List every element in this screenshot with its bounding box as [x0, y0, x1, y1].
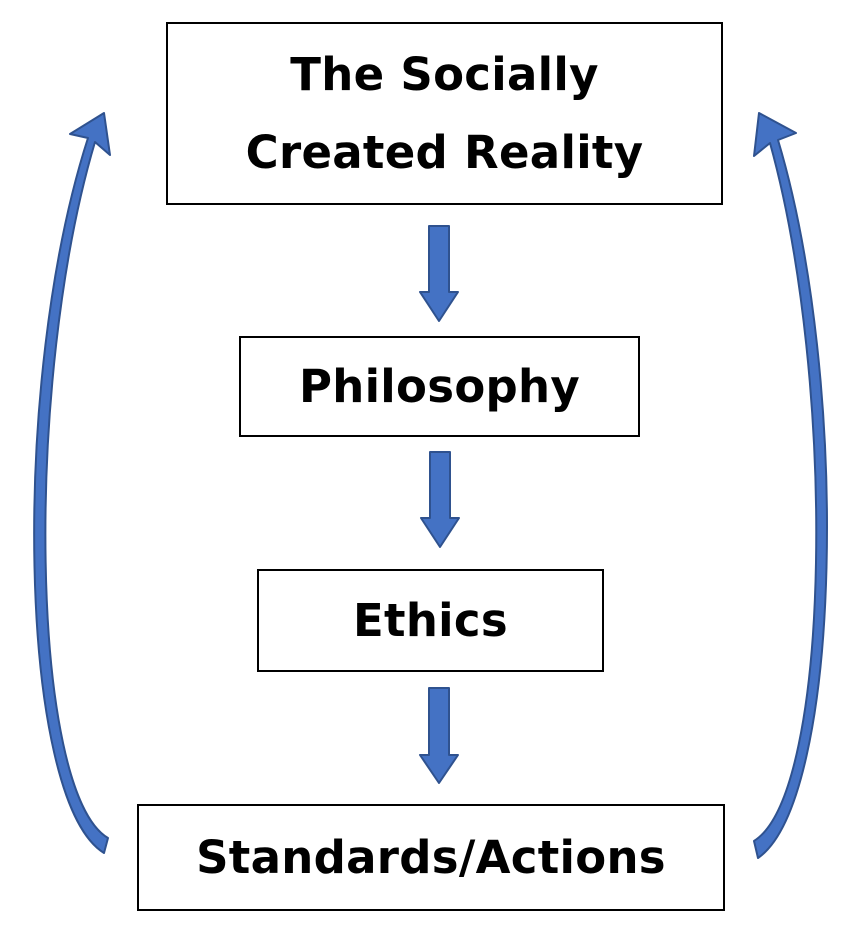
node-top-line-1: The Socially — [290, 47, 599, 101]
node-ethics: Ethics — [257, 569, 604, 672]
down-arrow-1 — [419, 225, 459, 322]
node-standards-label: Standards/Actions — [196, 831, 666, 884]
left-curved-arrow — [33, 112, 111, 854]
node-philosophy-label: Philosophy — [298, 360, 581, 413]
node-top-line-2: Created Reality — [245, 125, 644, 179]
right-curved-arrow — [753, 112, 828, 859]
down-arrow-2 — [420, 451, 460, 548]
down-arrow-3 — [419, 687, 459, 784]
node-standards-actions: Standards/Actions — [137, 804, 725, 911]
node-socially-created-reality: The Socially Created Reality — [166, 22, 723, 205]
node-ethics-label: Ethics — [353, 594, 508, 647]
node-philosophy: Philosophy — [239, 336, 640, 437]
